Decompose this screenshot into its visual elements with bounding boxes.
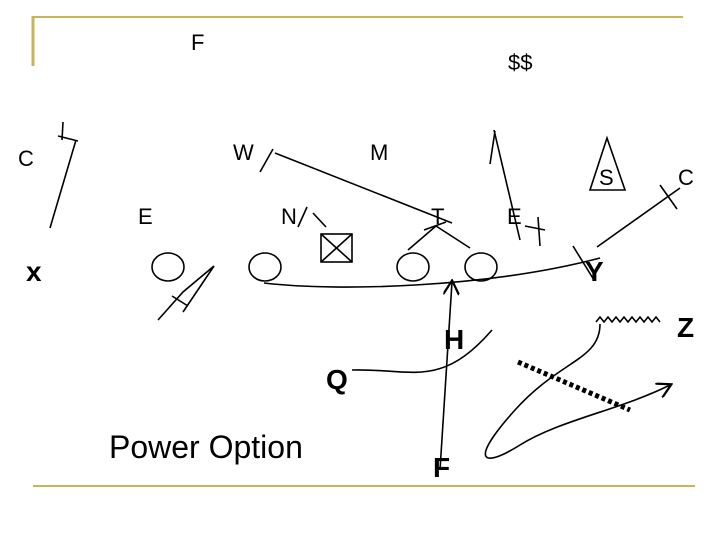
- defender-w: W: [233, 140, 254, 165]
- right-guard: [396, 252, 430, 282]
- defender-c-right: C: [678, 165, 694, 190]
- offense-f: F: [433, 452, 450, 483]
- defender-e-left: E: [138, 204, 153, 229]
- safety-triangle: [588, 135, 627, 191]
- left-guard: [248, 252, 282, 282]
- dotted-pitch-line: [517, 359, 631, 413]
- defender-f: F: [191, 30, 204, 55]
- offense-z: Z: [677, 312, 694, 343]
- routes: [157, 245, 670, 471]
- defender-s: S: [599, 165, 614, 190]
- defender-m: M: [370, 140, 388, 165]
- defense-lines: [49, 121, 681, 251]
- left-tackle: [151, 252, 185, 282]
- defender-c-left: C: [18, 146, 34, 171]
- offense-q: Q: [326, 364, 348, 395]
- right-tackle: [464, 252, 498, 282]
- offense-x: x: [26, 256, 42, 287]
- frame: [31, 16, 695, 487]
- defender-n: N: [281, 204, 297, 229]
- offense-y: Y: [585, 256, 604, 287]
- offensive-line: [151, 233, 498, 282]
- offense-h: H: [444, 324, 464, 355]
- defender-money: $$: [508, 50, 532, 75]
- center-box: [320, 233, 353, 263]
- play-title: Power Option: [109, 429, 303, 465]
